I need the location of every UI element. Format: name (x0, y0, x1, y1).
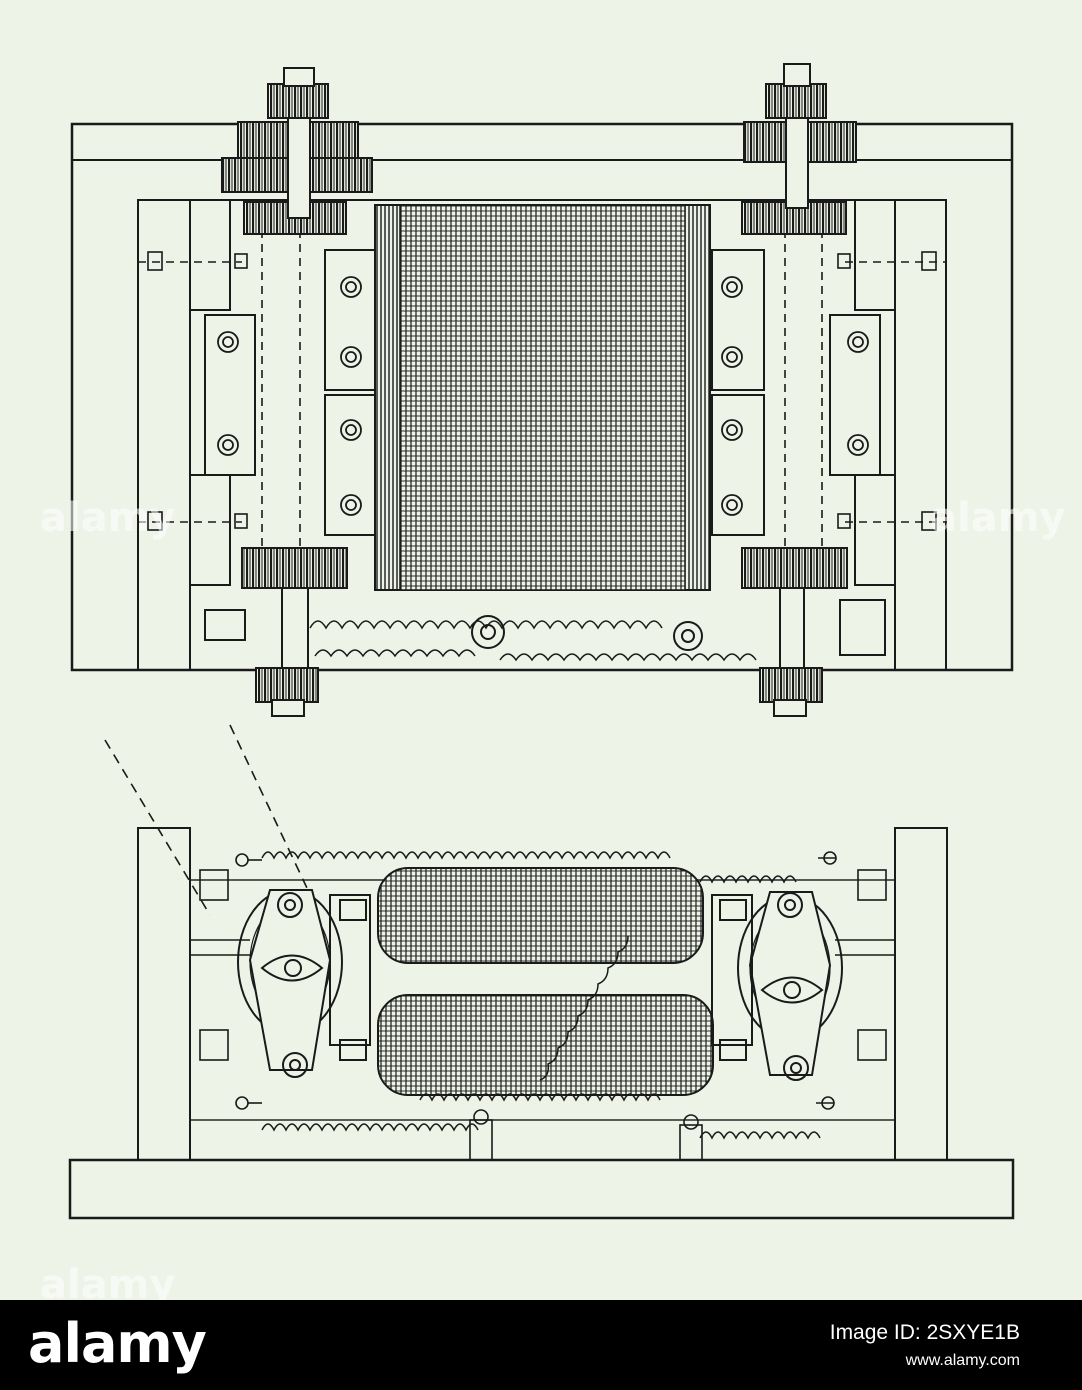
left-rocker-arm (237, 889, 343, 1078)
image-id-label: Image ID: 2SXYE1B (829, 1321, 1020, 1344)
side-right-upright (894, 827, 948, 1161)
side-coiled-wire-diagonal (539, 935, 629, 1081)
side-left-upright (137, 827, 191, 1161)
top-coiled-wire-3 (499, 653, 757, 662)
brand-logo: alamy (28, 1312, 207, 1375)
top-inner-frame (137, 199, 947, 671)
bottom-right-gear-stack (741, 547, 848, 717)
top-view (70, 63, 1014, 717)
side-coiled-wire-top (261, 851, 671, 860)
bottom-left-gear-stack (241, 547, 348, 717)
side-coiled-wire-bottom-right (699, 1131, 821, 1140)
right-rocker-arm (737, 891, 843, 1081)
side-base-plate (68, 1158, 1015, 1220)
side-coiled-wire-right (699, 875, 797, 884)
side-roller-lower (377, 994, 714, 1096)
side-view (68, 827, 1015, 1220)
top-right-gear-stack (741, 63, 857, 235)
engraving-plate (68, 63, 1015, 1220)
top-coiled-wire-2 (314, 649, 476, 658)
side-coiled-wire-bottom-left (261, 1123, 479, 1132)
side-coiled-wire-bottom-mid (419, 1093, 661, 1102)
top-left-gear-stack (221, 67, 373, 235)
side-binding-posts (235, 851, 837, 1161)
side-roller-upper (377, 867, 704, 964)
footer-bar: alamy Image ID: 2SXYE1B www.alamy.com (0, 1300, 1082, 1390)
top-coiled-wire-1 (309, 620, 663, 630)
leader-lines (104, 724, 316, 916)
site-url: www.alamy.com (905, 1352, 1020, 1369)
